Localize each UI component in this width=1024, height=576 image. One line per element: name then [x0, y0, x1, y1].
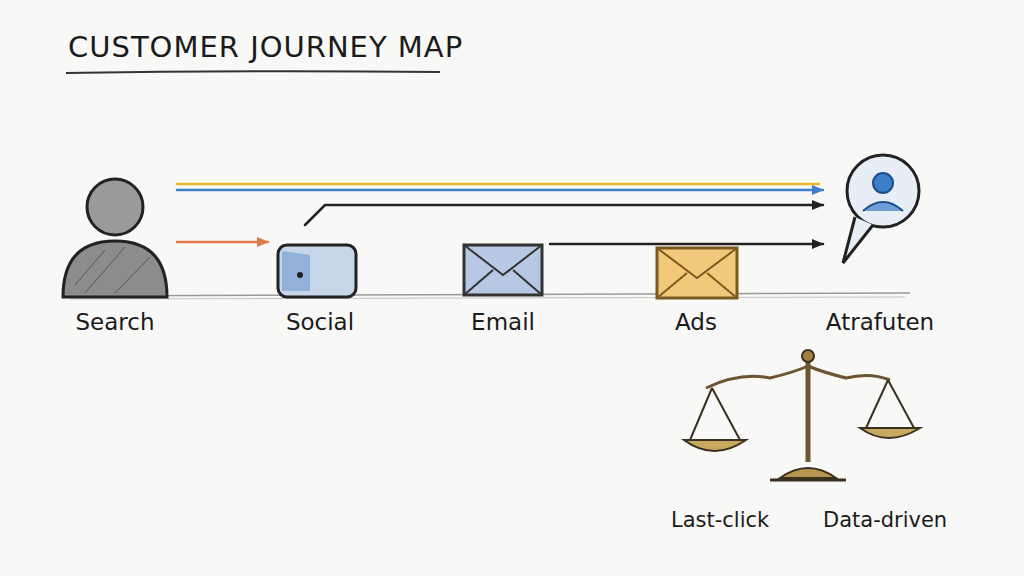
person-icon [55, 175, 175, 305]
title-underline [66, 71, 440, 73]
channel-node: Email [458, 235, 548, 335]
balance-scale [684, 350, 920, 480]
channel-label: Social [286, 309, 354, 335]
diagram-title: CUSTOMER JOURNEY MAP [68, 30, 463, 64]
channel-node: Search [55, 175, 175, 335]
channel-node: Social [270, 225, 370, 335]
channel-label: Ads [675, 309, 717, 335]
channel-node: Ads [651, 240, 741, 335]
baseline [70, 297, 905, 299]
journey-connector [305, 205, 823, 225]
journey-connector [550, 243, 823, 246]
channel-label: Email [471, 309, 535, 335]
channel-label: Search [75, 309, 154, 335]
model-label: Data-driven [823, 508, 947, 532]
journey-connector [177, 241, 268, 244]
channel-node: Atrafuten [825, 145, 935, 335]
customer-icon [825, 145, 935, 305]
email-icon [458, 235, 548, 305]
social-icon [270, 225, 370, 305]
channel-label: Atrafuten [826, 309, 934, 335]
journey-connector [177, 183, 819, 186]
journey-connector [177, 189, 823, 192]
model-label: Last-click [671, 508, 769, 532]
ads-icon [651, 240, 741, 305]
